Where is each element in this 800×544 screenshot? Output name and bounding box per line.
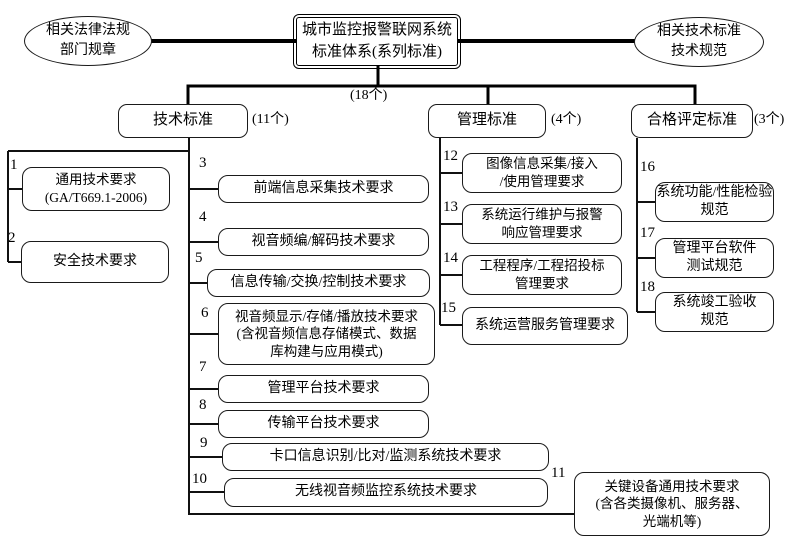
branch-count-management: (4个) bbox=[551, 112, 582, 127]
item-box-av-display-storage-playback: 视音频显示/存储/播放技术要求 (含视音频信息存储模式、数据 库构建与应用模式) bbox=[218, 303, 435, 365]
item-number: 18 bbox=[640, 279, 655, 295]
item-box-transmission-platform: 传输平台技术要求 bbox=[218, 410, 429, 438]
right-ellipse-line2: 技术规范 bbox=[671, 44, 727, 59]
item-line: 前端信息采集技术要求 bbox=[253, 180, 394, 196]
item-number: 12 bbox=[443, 148, 458, 164]
item-line: 传输平台技术要求 bbox=[267, 415, 380, 431]
item-box-frontend-info-collection: 前端信息采集技术要求 bbox=[218, 175, 429, 203]
item-line: 关键设备通用技术要求 bbox=[604, 478, 740, 494]
branch-management-standards: 管理标准 bbox=[428, 104, 546, 138]
item-line: 管理平台技术要求 bbox=[267, 380, 380, 396]
item-line: 库构建与应用模式) bbox=[270, 343, 383, 359]
root-box-line1: 城市监控报警联网系统 bbox=[301, 21, 452, 38]
item-box-general-tech-requirements: 通用技术要求 (GA/T669.1-2006) bbox=[22, 167, 170, 211]
item-line: 工程程序/工程招投标 bbox=[479, 258, 605, 274]
item-line: 无线视音频监控系统技术要求 bbox=[295, 484, 477, 500]
item-box-security-tech-requirements: 安全技术要求 bbox=[21, 241, 169, 283]
item-box-function-performance-inspection: 系统功能/性能检验 规范 bbox=[655, 182, 774, 222]
item-line: (含各类摄像机、服务器、 bbox=[595, 496, 749, 512]
item-box-av-codec: 视音频编/解码技术要求 bbox=[218, 228, 429, 256]
item-number: 17 bbox=[640, 225, 655, 241]
item-box-management-platform: 管理平台技术要求 bbox=[218, 375, 429, 403]
branch-technical-standards: 技术标准 bbox=[118, 104, 248, 138]
item-line: 卡口信息识别/比对/监测系统技术要求 bbox=[269, 448, 502, 464]
left-ellipse-line1: 相关法律法规 bbox=[46, 23, 130, 39]
branch-count-technical: (11个) bbox=[252, 112, 289, 127]
item-number: 2 bbox=[8, 230, 16, 246]
item-box-completion-acceptance: 系统竣工验收 规范 bbox=[655, 292, 774, 332]
branch-conformity-standards: 合格评定标准 bbox=[631, 104, 753, 138]
item-number: 11 bbox=[551, 465, 566, 481]
branch-label: 技术标准 bbox=[152, 112, 213, 129]
item-line: 规范 bbox=[700, 203, 729, 218]
branch-count-conformity: (3个) bbox=[754, 112, 785, 127]
root-box-line2: 标准体系(系列标准) bbox=[312, 43, 442, 60]
item-number: 3 bbox=[199, 155, 207, 171]
item-line: 视音频显示/存储/播放技术要求 bbox=[234, 308, 418, 324]
right-ellipse: 相关技术标准 技术规范 bbox=[634, 17, 764, 67]
item-box-checkpoint-recognition: 卡口信息识别/比对/监测系统技术要求 bbox=[222, 443, 549, 471]
item-number: 15 bbox=[441, 300, 456, 316]
item-number: 5 bbox=[195, 250, 203, 266]
item-box-info-transmission-exchange-control: 信息传输/交换/控制技术要求 bbox=[207, 269, 430, 297]
item-line: 系统功能/性能检验 bbox=[656, 184, 773, 200]
right-ellipse-line1: 相关技术标准 bbox=[657, 24, 741, 40]
branch-label: 管理标准 bbox=[456, 112, 517, 129]
item-line: (含视音频信息存储模式、数据 bbox=[236, 326, 417, 342]
item-number: 10 bbox=[192, 471, 207, 487]
item-line: 系统竣工验收 bbox=[672, 294, 757, 310]
total-count-label: (18个) bbox=[350, 88, 388, 103]
item-line: 通用技术要求 bbox=[55, 172, 137, 188]
item-line: /使用管理要求 bbox=[499, 174, 585, 189]
item-number: 13 bbox=[443, 199, 458, 215]
item-number: 1 bbox=[10, 157, 18, 173]
item-box-image-info-management: 图像信息采集/接入 /使用管理要求 bbox=[462, 153, 622, 193]
item-number: 8 bbox=[199, 397, 207, 413]
item-box-wireless-av-monitoring: 无线视音频监控系统技术要求 bbox=[224, 478, 548, 507]
item-number: 9 bbox=[200, 435, 208, 451]
item-line: 系统运行维护与报警 bbox=[481, 207, 603, 223]
item-line: 信息传输/交换/控制技术要求 bbox=[230, 274, 407, 290]
item-line: 光端机等) bbox=[642, 513, 702, 529]
item-number: 4 bbox=[199, 209, 207, 225]
item-number: 7 bbox=[199, 359, 207, 375]
item-line: 安全技术要求 bbox=[53, 253, 137, 269]
item-box-system-operation-service: 系统运营服务管理要求 bbox=[462, 307, 628, 345]
left-ellipse-line2: 部门规章 bbox=[60, 43, 116, 58]
root-box: 城市监控报警联网系统 标准体系(系列标准) bbox=[293, 14, 461, 69]
item-box-platform-software-testing: 管理平台软件 测试规范 bbox=[655, 238, 774, 278]
branch-label: 合格评定标准 bbox=[646, 112, 737, 129]
item-box-engineering-bidding: 工程程序/工程招投标 管理要求 bbox=[462, 255, 622, 295]
item-line: 规范 bbox=[700, 313, 729, 328]
item-line: (GA/T669.1-2006) bbox=[44, 190, 148, 205]
item-line: 视音频编/解码技术要求 bbox=[251, 233, 396, 249]
item-line: 响应管理要求 bbox=[501, 225, 583, 240]
item-box-key-equipment: 关键设备通用技术要求 (含各类摄像机、服务器、 光端机等) bbox=[574, 472, 770, 536]
item-number: 16 bbox=[640, 159, 655, 175]
item-line: 测试规范 bbox=[686, 259, 743, 274]
item-number: 14 bbox=[443, 250, 458, 266]
item-line: 管理平台软件 bbox=[672, 240, 757, 256]
item-box-operation-maintenance-alarm: 系统运行维护与报警 响应管理要求 bbox=[462, 204, 622, 244]
item-number: 6 bbox=[201, 305, 209, 321]
left-ellipse: 相关法律法规 部门规章 bbox=[24, 16, 152, 66]
item-line: 管理要求 bbox=[515, 276, 569, 291]
item-line: 图像信息采集/接入 bbox=[486, 156, 598, 172]
item-line: 系统运营服务管理要求 bbox=[475, 317, 615, 333]
